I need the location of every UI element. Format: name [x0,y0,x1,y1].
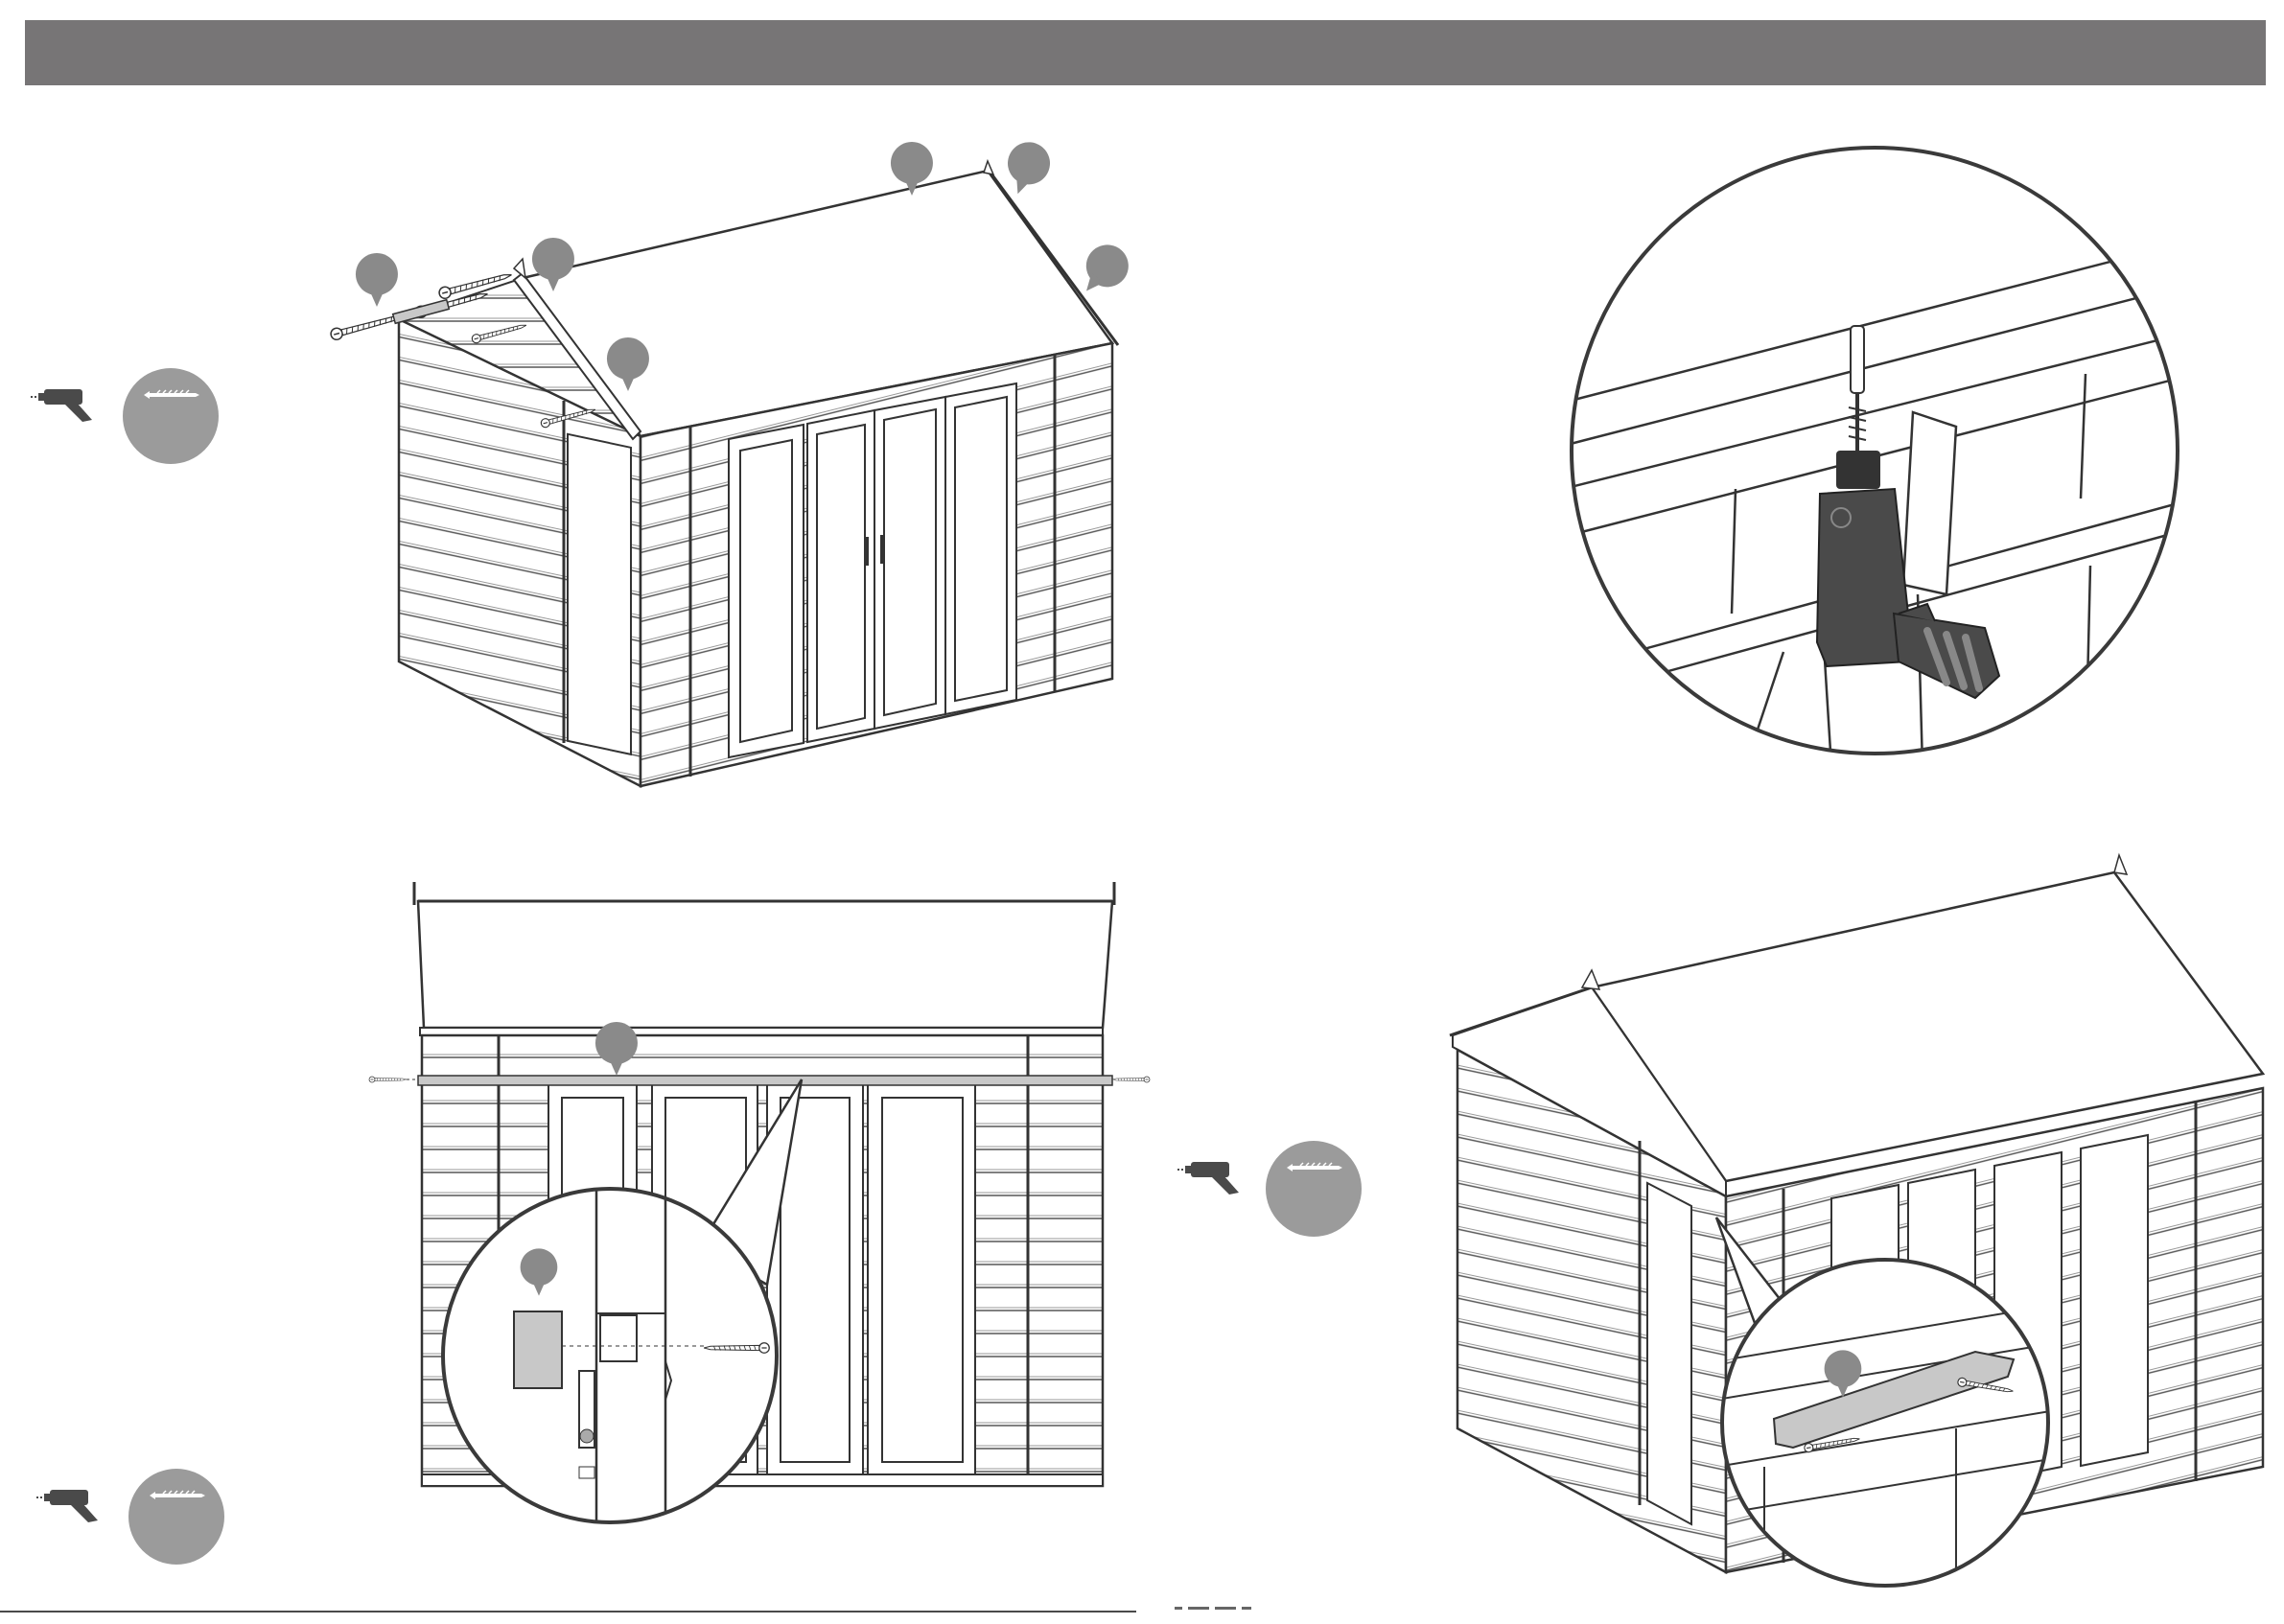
step3-front-elevation [369,882,1150,1534]
callout-marker [998,136,1056,201]
footer-rule [0,1611,1136,1612]
step2-detail-magnifier [1563,144,2196,767]
step4-shed-illustration [1450,855,2263,1591]
step1-shed-illustration [330,136,1137,786]
footer-marks [1175,1607,1290,1611]
callout-marker [356,253,398,307]
